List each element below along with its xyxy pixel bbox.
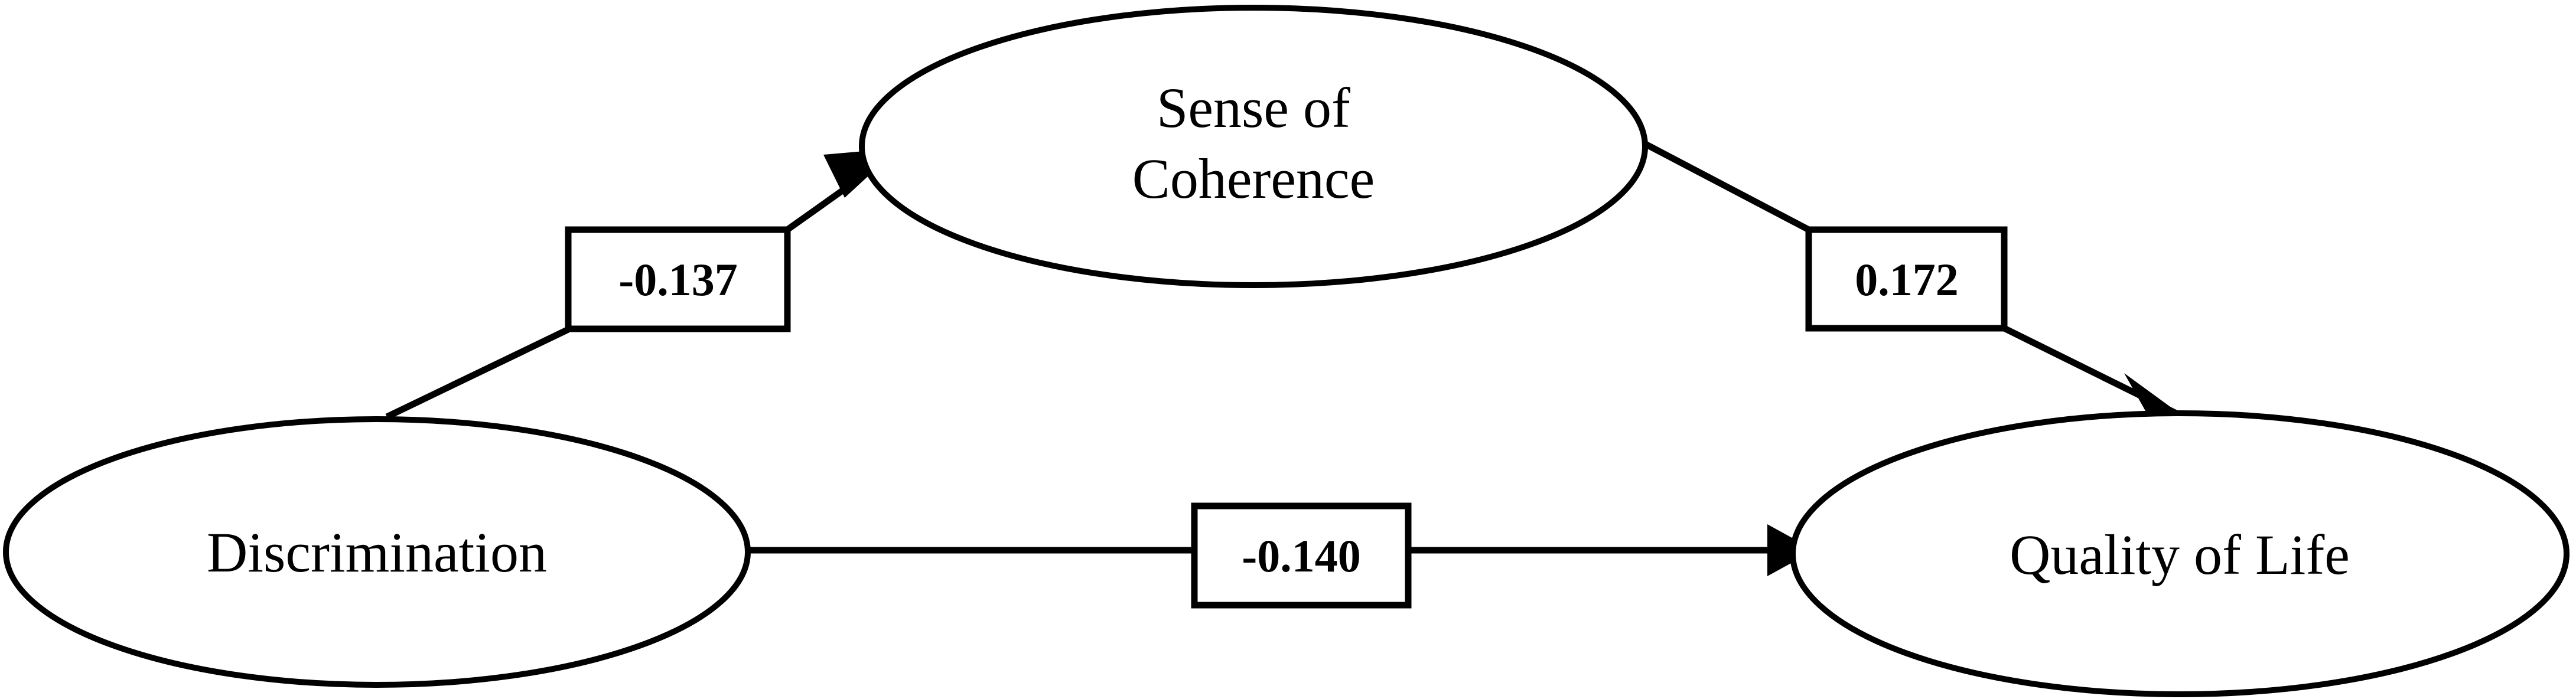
coefficient-box-soc-to-qol[interactable]: 0.172: [1805, 226, 2008, 332]
coefficient-box-discrimination-to-soc[interactable]: -0.137: [565, 226, 791, 332]
node-sense-of-coherence-shape: [859, 5, 1648, 288]
coefficient-value-label: -0.137: [618, 254, 737, 305]
coefficient-value-label: -0.140: [1242, 530, 1360, 582]
edge-segment-lower: [385, 326, 570, 420]
node-discrimination-shape: [3, 416, 751, 688]
coefficient-value-label: 0.172: [1855, 254, 1959, 305]
coefficient-box-rect: [565, 226, 791, 332]
node-discrimination-label: Discrimination: [207, 521, 547, 584]
edge-segment-upper: [1639, 139, 1810, 233]
node-quality-of-life[interactable]: Quality of Life: [1790, 410, 2570, 697]
node-quality-of-life-label: Quality of Life: [2010, 523, 2350, 586]
node-sense-of-coherence-label-line1: Sense of: [1157, 76, 1350, 139]
node-sense-of-coherence-label-line2: Coherence: [1132, 147, 1375, 210]
coefficient-box-discrimination-to-qol[interactable]: -0.140: [1191, 502, 1412, 609]
coefficient-box-rect: [1805, 226, 2008, 332]
node-discrimination[interactable]: Discrimination: [3, 416, 751, 688]
node-quality-of-life-shape: [1790, 410, 2570, 697]
coefficient-box-rect: [1191, 502, 1412, 609]
arrowhead-icon: [2124, 373, 2186, 419]
edge-sense-of-coherence-to-quality-of-life[interactable]: [1639, 139, 2186, 419]
node-sense-of-coherence[interactable]: Sense of Coherence: [859, 5, 1648, 288]
